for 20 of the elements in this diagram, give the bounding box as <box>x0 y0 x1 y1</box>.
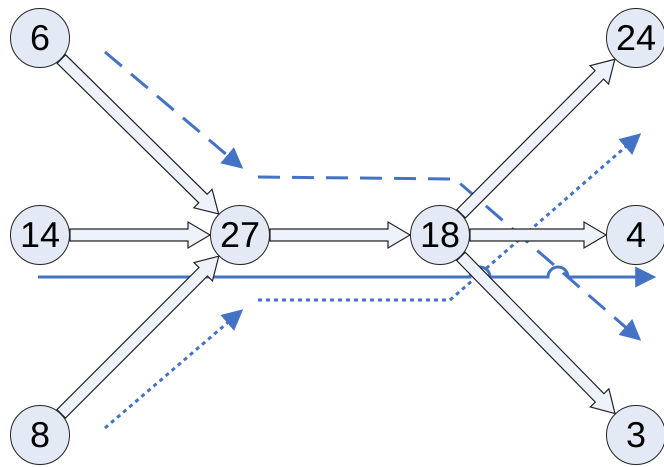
arrow <box>56 255 220 419</box>
node-number: 14 <box>20 217 60 253</box>
node-circle <box>606 205 664 265</box>
node-number: 24 <box>616 20 656 56</box>
node-number: 27 <box>220 217 260 253</box>
arrow <box>456 58 616 219</box>
node-number: 6 <box>30 20 50 56</box>
node-number: 8 <box>30 417 50 453</box>
arrow <box>56 54 220 215</box>
node-circle <box>606 405 664 465</box>
node-number: 3 <box>626 417 646 453</box>
arrow <box>469 220 608 250</box>
arrow <box>269 220 412 250</box>
node-number: 18 <box>420 217 460 253</box>
node-number: 4 <box>626 217 646 253</box>
node-circle <box>410 205 470 265</box>
arrow <box>69 220 212 250</box>
node-circle <box>210 205 270 265</box>
arrow <box>456 251 616 414</box>
node-circle <box>606 8 664 68</box>
